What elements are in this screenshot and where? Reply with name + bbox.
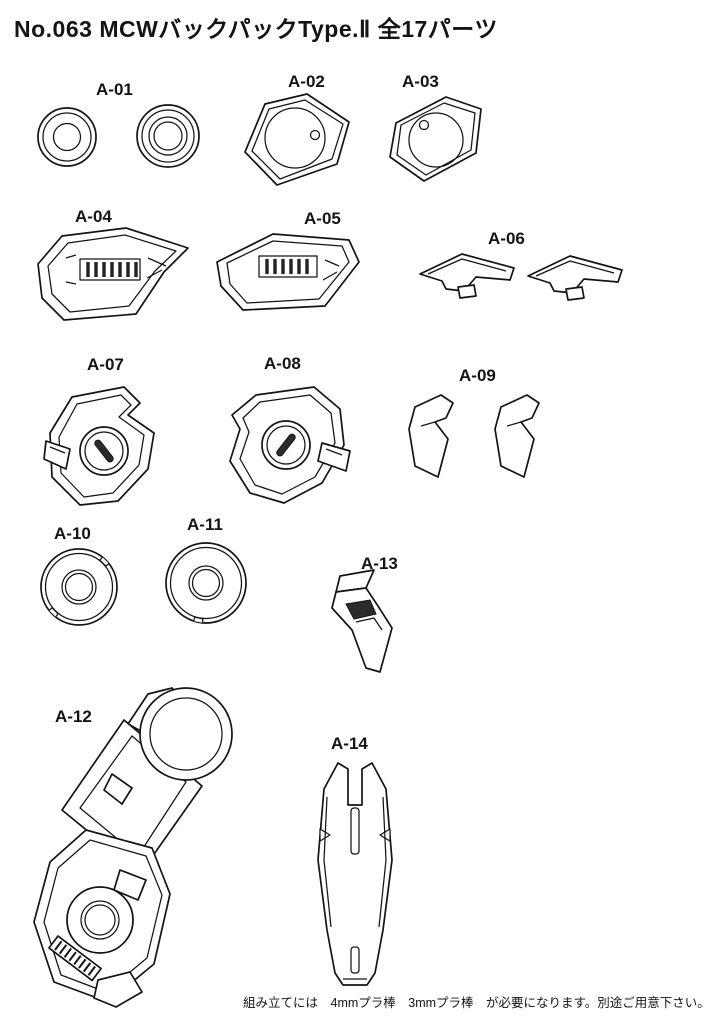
- part-a06-drawing: [419, 253, 623, 301]
- arm-top-ring: [139, 687, 233, 781]
- part-a05-drawing: [216, 233, 360, 311]
- part-a09-piece-2: [494, 394, 540, 478]
- part-label-a01: A-01: [96, 80, 133, 99]
- part-a01-drawing: [37, 104, 200, 168]
- part-a12-drawing: [33, 687, 233, 1008]
- part-label-a05: A-05: [304, 209, 341, 228]
- part-label-a03: A-03: [402, 72, 439, 91]
- part-a08-drawing: [229, 386, 351, 504]
- part-a10-drawing: [40, 548, 118, 626]
- part-a04-drawing: [37, 227, 189, 321]
- part-label-a07: A-07: [87, 355, 124, 374]
- part-label-a08: A-08: [264, 354, 301, 373]
- part-label-a09: A-09: [459, 366, 496, 385]
- part-label-a13: A-13: [361, 554, 398, 573]
- part-label-a11: A-11: [187, 515, 223, 534]
- footer-note: 組み立てには 4mmプラ棒 3mmプラ棒 が必要になります。別途ご用意下さい。: [243, 996, 710, 1010]
- part-a14-drawing: [317, 762, 393, 986]
- arm-lower-housing: [33, 829, 171, 1003]
- part-a06-piece-2: [527, 255, 623, 301]
- part-label-a04: A-04: [75, 207, 112, 226]
- part-a06-piece-1: [419, 253, 515, 299]
- page-title: No.063 MCWバックパックType.Ⅱ 全17パーツ: [14, 16, 498, 42]
- part-label-a12: A-12: [55, 707, 92, 726]
- screw-detail: [261, 420, 311, 470]
- part-label-a14: A-14: [331, 734, 368, 753]
- part-a09-drawing: [408, 394, 540, 478]
- part-label-a02: A-02: [288, 72, 325, 91]
- ribbed-edge: [48, 935, 102, 982]
- part-a11-drawing: [165, 542, 247, 624]
- part-a09-piece-1: [408, 394, 454, 478]
- part-a07-drawing: [43, 386, 155, 506]
- part-a02-drawing: [244, 93, 350, 186]
- part-label-a06: A-06: [488, 229, 525, 248]
- part-a03-drawing: [389, 96, 482, 182]
- screw-detail: [79, 426, 129, 476]
- part-label-a10: A-10: [54, 524, 91, 543]
- part-a13-drawing: [331, 569, 393, 673]
